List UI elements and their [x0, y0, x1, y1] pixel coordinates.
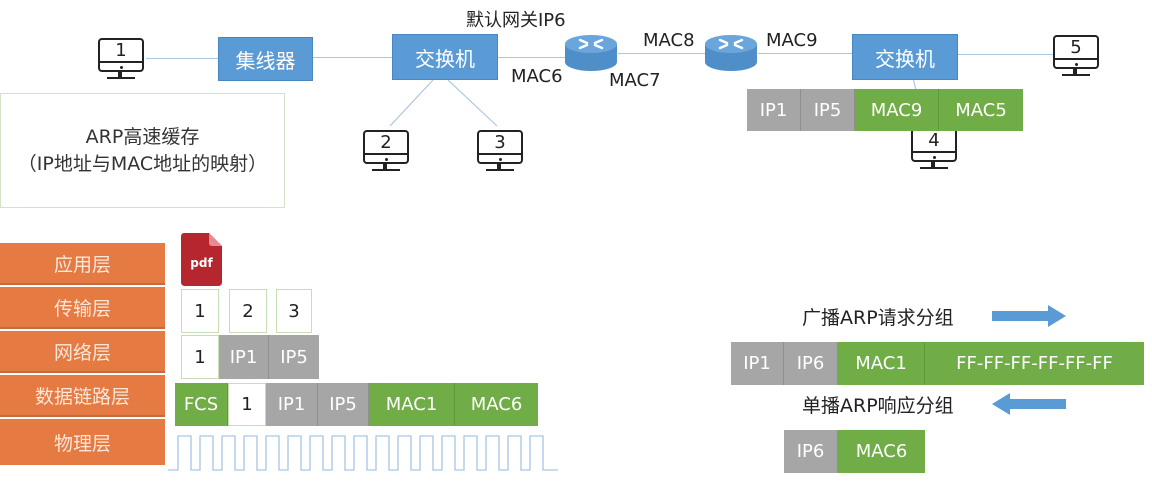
signal-waveform	[168, 435, 558, 471]
frame-field: IP5	[801, 89, 855, 131]
switch-left[interactable]: 交换机	[392, 34, 498, 80]
link-hub-switch	[313, 57, 393, 58]
switch-left-label: 交换机	[415, 46, 475, 71]
arp-cache-title: ARP高速缓存	[85, 125, 200, 148]
network-field: 1	[181, 335, 219, 379]
host-label: 3	[494, 132, 506, 153]
arp-request-label: 广播ARP请求分组	[802, 307, 954, 329]
arp-cache-subtitle: （IP地址与MAC地址的映射）	[17, 152, 268, 175]
mac6-label: MAC6	[511, 66, 563, 87]
hub[interactable]: 集线器	[218, 37, 313, 81]
arp-request-field: MAC1	[838, 342, 925, 385]
router-icon[interactable]	[704, 34, 758, 72]
mac9-label: MAC9	[766, 30, 818, 51]
host-2[interactable]: 2	[363, 130, 415, 176]
gateway-label: 默认网关IP6	[466, 10, 566, 31]
link-host1-hub	[146, 58, 220, 59]
host-5[interactable]: 5	[1053, 35, 1105, 81]
link-switch-hosts23	[389, 79, 498, 127]
host-label: 2	[380, 132, 392, 153]
frame-field: IP1	[747, 89, 801, 131]
router-icon[interactable]	[564, 34, 618, 72]
frame-field: MAC9	[855, 89, 939, 131]
physical-bit-signal	[168, 435, 558, 471]
link-switch-router1	[497, 57, 567, 58]
monitor-icon	[363, 130, 409, 164]
hub-label: 集线器	[235, 48, 296, 73]
switch-right-label: 交换机	[875, 46, 935, 71]
transport-segment: 1	[181, 289, 219, 333]
datalink-field: IP5	[318, 383, 369, 426]
monitor-icon	[477, 130, 523, 164]
layer-datalink: 数据链路层	[0, 375, 165, 417]
arp-request-field: IP6	[784, 342, 838, 385]
switch-right[interactable]: 交换机	[852, 34, 958, 80]
arp-cache-box: ARP高速缓存 （IP地址与MAC地址的映射）	[0, 93, 285, 208]
network-field: IP5	[269, 335, 319, 379]
monitor-icon	[1053, 35, 1099, 69]
monitor-icon	[98, 38, 144, 72]
datalink-field: 1	[228, 383, 266, 426]
link-router2-switch	[758, 53, 854, 54]
mac7-label: MAC7	[609, 70, 661, 91]
arp-reply-field: IP6	[784, 430, 838, 473]
arp-reply-label: 单播ARP响应分组	[802, 395, 954, 417]
datalink-field: FCS	[175, 383, 228, 426]
pdf-label: pdf	[190, 256, 213, 270]
host-1[interactable]: 1	[98, 38, 150, 84]
host-label: 4	[928, 130, 940, 151]
transport-segment: 3	[276, 289, 312, 333]
arp-request-field: FF-FF-FF-FF-FF-FF	[925, 342, 1144, 385]
datalink-field: IP1	[266, 383, 318, 426]
host-4[interactable]: 4	[911, 128, 963, 174]
arrow-left-icon	[992, 393, 1066, 415]
host-3[interactable]: 3	[477, 130, 529, 176]
layer-physical: 物理层	[0, 419, 165, 465]
frame-field: MAC5	[939, 89, 1023, 131]
datalink-field: MAC6	[455, 383, 538, 426]
host-label: 1	[115, 40, 127, 61]
link-switch-host5	[957, 54, 1055, 55]
layer-transport: 传输层	[0, 287, 165, 329]
arp-reply-field: MAC6	[838, 430, 925, 473]
transport-segment: 2	[229, 289, 267, 333]
host-label: 5	[1070, 37, 1082, 58]
network-field: IP1	[219, 335, 269, 379]
arrow-right-icon	[992, 305, 1066, 327]
mac8-label: MAC8	[643, 30, 695, 51]
pdf-file-icon[interactable]: pdf	[181, 233, 222, 286]
arp-request-field: IP1	[731, 342, 784, 385]
layer-network: 网络层	[0, 331, 165, 373]
monitor-icon	[911, 128, 957, 162]
link-router1-router2	[618, 53, 706, 54]
layer-application: 应用层	[0, 243, 165, 285]
datalink-field: MAC1	[369, 383, 455, 426]
